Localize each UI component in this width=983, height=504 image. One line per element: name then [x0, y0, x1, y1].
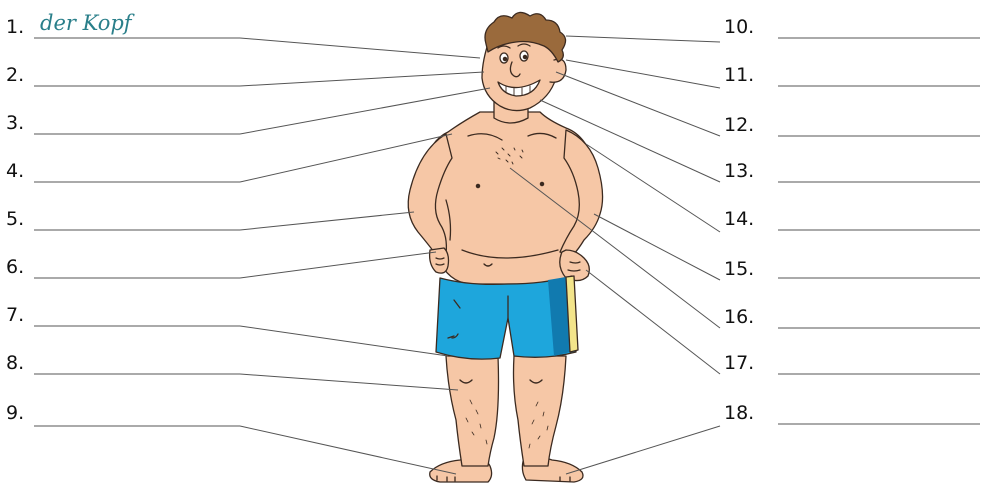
left-hand	[430, 248, 449, 273]
person-illustration	[408, 12, 602, 482]
right-answer-lines	[778, 38, 980, 424]
right-leg	[514, 356, 567, 466]
left-answer-lines	[34, 38, 240, 426]
left-leg	[446, 356, 499, 466]
